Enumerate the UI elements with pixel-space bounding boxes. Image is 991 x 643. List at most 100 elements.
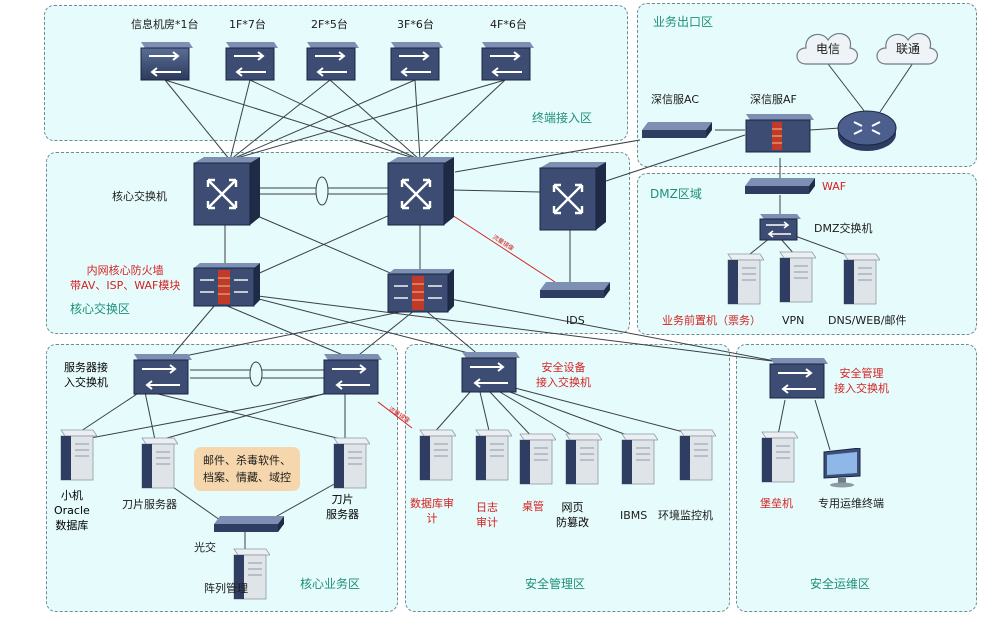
access-switch-1f xyxy=(222,40,278,86)
blade-server-right-label-line-2: 服务器 xyxy=(326,508,359,521)
blade-server-left-icon xyxy=(136,436,179,494)
zone-core-switch xyxy=(46,152,630,334)
bastion-host-icon xyxy=(756,430,799,488)
core-switch-label: 核心交换机 xyxy=(112,190,167,203)
vpn-label: VPN xyxy=(782,314,805,327)
core-firewall-label: 内网核心防火墙 带AV、ISP、WAF模块 xyxy=(70,263,180,293)
core-firewall-left-icon xyxy=(190,262,262,312)
business-apps-line-1: 邮件、杀毒软件、 xyxy=(203,454,291,467)
ops-terminal-label: 专用运维终端 xyxy=(818,497,884,510)
core-firewall-label-line-2: 带AV、ISP、WAF模块 xyxy=(70,279,181,292)
waf-device-icon xyxy=(745,176,817,200)
minicomputer-server-icon xyxy=(55,428,98,486)
core-firewall-right-icon xyxy=(384,268,456,318)
blade-server-left-label: 刀片服务器 xyxy=(122,498,177,511)
security-access-switch-icon xyxy=(458,350,522,398)
ibms-label: IBMS xyxy=(620,509,648,522)
access-switch-label-datacenter: 信息机房*1台 xyxy=(131,18,199,31)
zone-label-core-switch: 核心交换区 xyxy=(70,302,131,316)
zone-label-terminal-access: 终端接入区 xyxy=(532,111,593,125)
zone-label-core-business: 核心业务区 xyxy=(300,577,361,591)
blade-server-right-icon xyxy=(328,436,371,494)
web-tamper-label-line-2: 防篡改 xyxy=(556,516,589,529)
business-apps-line-2: 档案、情藏、域控 xyxy=(203,471,291,484)
sangfor-af-firewall-icon xyxy=(742,112,814,158)
desktop-mgmt-label: 桌管 xyxy=(522,500,544,513)
desktop-mgmt-server-icon xyxy=(514,432,557,490)
web-tamper-server-icon xyxy=(560,432,603,490)
minicomputer-label-line-3: 数据库 xyxy=(55,519,89,532)
core-switch-right-icon xyxy=(384,155,456,231)
optical-switch-icon xyxy=(214,514,286,538)
dmz-core-switch-icon xyxy=(536,160,608,236)
dns-web-mail-label: DNS/WEB/邮件 xyxy=(828,314,907,327)
log-audit-label-line-2: 审计 xyxy=(476,516,498,529)
server-access-switch-label: 服务器接 入交换机 xyxy=(64,360,108,390)
db-audit-label-line-1: 数据库审 xyxy=(410,497,454,510)
security-access-switch-label-line-2: 接入交换机 xyxy=(536,376,591,389)
server-access-switch-left-icon xyxy=(130,352,194,400)
zone-label-business-exit: 业务出口区 xyxy=(653,15,714,29)
edge-router-icon xyxy=(836,108,898,158)
zone-label-dmz: DMZ区域 xyxy=(650,187,702,201)
core-firewall-label-line-1: 内网核心防火墙 xyxy=(86,264,164,277)
log-audit-server-icon xyxy=(470,428,513,486)
log-audit-label-line-1: 日志 xyxy=(476,501,498,514)
access-switch-3f xyxy=(387,40,443,86)
isp-telecom-cloud-icon xyxy=(792,24,862,74)
sangfor-ac-label: 深信服AC xyxy=(651,93,700,106)
sangfor-af-label: 深信服AF xyxy=(750,93,797,106)
web-tamper-label-line-1: 网页 xyxy=(561,501,584,514)
access-switch-datacenter xyxy=(137,40,193,86)
business-apps-box: 邮件、杀毒软件、 档案、情藏、域控 xyxy=(194,447,300,491)
db-audit-label: 数据库审 计 xyxy=(410,496,454,526)
security-access-switch-label-line-1: 安全设备 xyxy=(541,361,586,374)
zone-label-security-ops: 安全运维区 xyxy=(810,577,871,591)
isp-unicom-label: 联通 xyxy=(896,42,921,56)
access-switch-label-2f: 2F*5台 xyxy=(311,18,348,31)
ibms-server-icon xyxy=(616,432,659,490)
optical-switch-label: 光交 xyxy=(194,541,216,554)
ops-terminal-monitor-icon xyxy=(820,447,866,492)
secops-access-switch-label: 安全管理 接入交换机 xyxy=(834,366,889,396)
minicomputer-label-line-2: Oracle xyxy=(54,504,90,517)
access-switch-label-4f: 4F*6台 xyxy=(490,18,527,31)
storage-array-label: 阵列管理 xyxy=(204,582,248,595)
secops-access-switch-label-line-2: 接入交换机 xyxy=(834,382,889,395)
minicomputer-label: 小机 Oracle 数据库 xyxy=(54,488,90,533)
security-access-switch-label: 安全设备 接入交换机 xyxy=(536,360,591,390)
blade-server-right-label: 刀片 服务器 xyxy=(326,492,359,522)
ids-device-icon xyxy=(540,280,612,304)
db-audit-server-icon xyxy=(414,428,457,486)
blade-server-right-label-line-1: 刀片 xyxy=(331,493,354,506)
log-audit-label: 日志 审计 xyxy=(476,500,498,530)
secops-access-switch-label-line-1: 安全管理 xyxy=(839,367,884,380)
ids-label: IDS xyxy=(566,314,585,327)
sangfor-ac-device-icon xyxy=(642,120,714,144)
server-access-switch-right-icon xyxy=(320,352,384,400)
zone-label-security-mgmt: 安全管理区 xyxy=(525,577,586,591)
front-server-icon xyxy=(722,252,765,310)
vpn-server-icon xyxy=(774,250,817,308)
env-monitor-server-icon xyxy=(674,428,717,486)
bastion-host-label: 堡垒机 xyxy=(760,497,793,510)
env-monitor-label: 环境监控机 xyxy=(658,509,713,522)
access-switch-2f xyxy=(303,40,359,86)
db-audit-label-line-2: 计 xyxy=(426,512,438,525)
access-switch-label-3f: 3F*6台 xyxy=(397,18,434,31)
core-switch-left-icon xyxy=(190,155,262,231)
server-access-switch-label-line-2: 入交换机 xyxy=(64,376,108,389)
dmz-switch-icon xyxy=(757,212,801,246)
waf-label: WAF xyxy=(822,180,847,193)
access-switch-4f xyxy=(478,40,534,86)
minicomputer-label-line-1: 小机 xyxy=(60,489,83,502)
server-access-switch-label-line-1: 服务器接 xyxy=(64,361,108,374)
isp-unicom-cloud-icon xyxy=(872,24,942,74)
dmz-switch-label: DMZ交换机 xyxy=(814,222,873,235)
secops-access-switch-icon xyxy=(766,356,830,404)
storage-array-icon xyxy=(228,547,271,605)
front-server-label: 业务前置机（票务） xyxy=(662,314,761,327)
dns-web-mail-server-icon xyxy=(838,252,881,310)
